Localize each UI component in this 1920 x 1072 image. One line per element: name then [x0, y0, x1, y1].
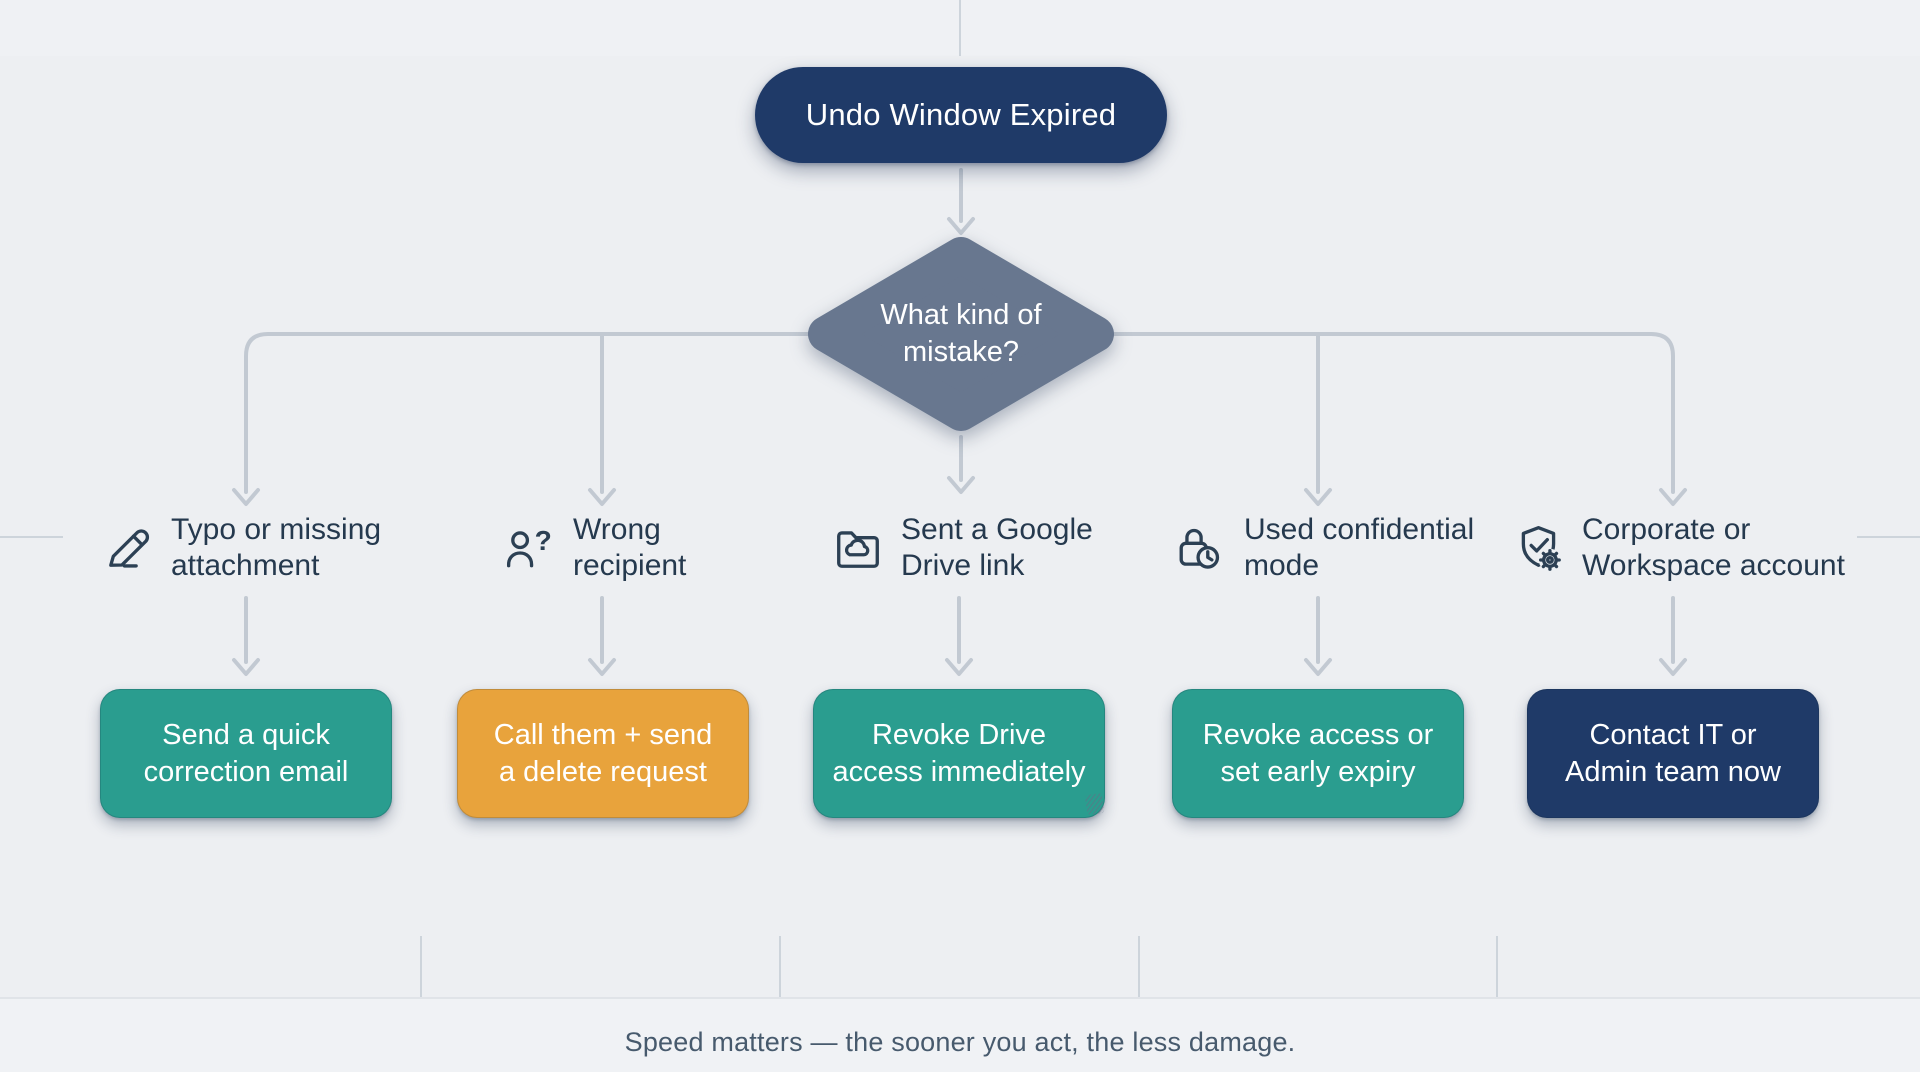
action-line2: correction email [143, 755, 349, 788]
arrowhead [945, 658, 973, 676]
arrowhead [232, 658, 260, 676]
cursor-smudge-artifact [1084, 792, 1105, 816]
start-node-label: Undo Window Expired [805, 97, 1117, 132]
action-line1: Call them + send [493, 718, 713, 751]
start-node-undo-window-expired: Undo Window Expired [755, 67, 1167, 163]
user-question-icon: ? [506, 525, 552, 568]
branch-label-line1: Corporate or [1582, 513, 1751, 546]
arrowhead [588, 658, 616, 676]
decision-text: What kind of mistake? [811, 297, 1111, 371]
flow-arrows [232, 168, 1687, 676]
pencil-line-icon [109, 529, 150, 568]
arrowhead [947, 476, 975, 494]
branch-label-line2: recipient [573, 549, 687, 582]
gear-glyph [1539, 549, 1561, 571]
arrowhead [1304, 658, 1332, 676]
arrowhead [1304, 488, 1332, 506]
decor-lines [0, 0, 1920, 997]
arrowhead [588, 488, 616, 506]
action-box-revoke-drive: Revoke Drive access immediately [813, 689, 1105, 818]
branch-label-workspace-account: Corporate or Workspace account [1514, 512, 1845, 584]
action-box-correction-email: Send a quick correction email [100, 689, 392, 818]
footer-caption: Speed matters — the sooner you act, the … [624, 1027, 1296, 1057]
branch-label-typo: Typo or missing attachment [103, 512, 381, 584]
action-box-contact-it: Contact IT or Admin team now [1527, 689, 1819, 818]
branch-label-confidential-mode: Used confidential mode [1176, 512, 1474, 584]
arrowhead [947, 217, 975, 235]
action-line2: a delete request [499, 755, 707, 788]
arrowhead [1659, 658, 1687, 676]
action-line2: set early expiry [1220, 755, 1416, 788]
action-line1: Contact IT or [1589, 718, 1757, 751]
action-line2: Admin team now [1565, 755, 1781, 788]
shield-check-gear-icon [1521, 526, 1562, 572]
branch-label-line2: mode [1244, 549, 1320, 582]
arrowhead [1659, 488, 1687, 506]
action-line1: Revoke access or [1202, 718, 1434, 751]
arrowhead [232, 488, 260, 506]
branch-label-line1: Sent a Google [901, 513, 1093, 546]
bottom-background-band [0, 998, 1920, 1072]
branch-label-drive-link: Sent a Google Drive link [833, 512, 1093, 584]
folder-cloud-icon [837, 531, 879, 568]
decision-line2: mistake? [902, 336, 1020, 368]
decision-diamond [808, 237, 1114, 431]
branch-label-line1: Typo or missing [171, 513, 382, 546]
svg-text:?: ? [535, 525, 552, 556]
arrow-branch-5 [1112, 332, 1675, 494]
branch-label-line2: attachment [171, 549, 320, 582]
action-box-early-expiry: Revoke access or set early expiry [1172, 689, 1464, 818]
branch-label-line1: Used confidential [1244, 513, 1475, 546]
decision-line1: What kind of [880, 299, 1042, 331]
action-box-delete-request: Call them + send a delete request [457, 689, 749, 818]
action-line1: Send a quick [162, 718, 330, 751]
branch-label-line2: Drive link [901, 549, 1025, 582]
action-line1: Revoke Drive [871, 718, 1047, 751]
action-line2: access immediately [832, 755, 1086, 788]
branch-label-line1: Wrong [573, 513, 661, 546]
lock-clock-icon [1179, 528, 1220, 569]
branch-label-line2: Workspace account [1582, 549, 1845, 582]
arrow-branch-1 [244, 332, 810, 494]
branch-label-wrong-recipient: ? Wrong recipient [505, 512, 686, 584]
